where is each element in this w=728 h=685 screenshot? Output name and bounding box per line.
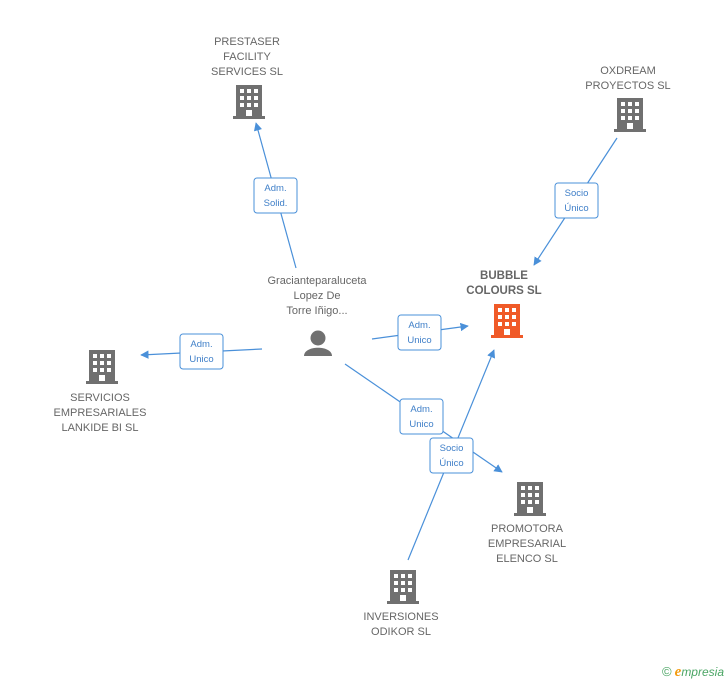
badge-adm-unico-main: Adm. Unico — [397, 314, 442, 351]
person-label-line2: Lopez De — [293, 290, 340, 302]
badge-adm-unico-promotora-line2: Unico — [409, 419, 433, 430]
brand-footer: ©empresia — [662, 664, 724, 681]
badge-adm-unico-main-line2: Unico — [407, 335, 431, 346]
badge-adm-unico-main-line1: Adm. — [408, 320, 430, 331]
building-icon — [514, 482, 546, 516]
company-node-main[interactable]: BUBBLE COLOURS SL — [466, 270, 542, 338]
building-icon — [387, 570, 419, 604]
prestaser-label-line2: FACILITY — [223, 51, 271, 63]
brand-logo-initial: e — [674, 664, 682, 680]
inversiones-label-line2: ODIKOR SL — [371, 626, 431, 638]
badge-adm-unico-promotora-line1: Adm. — [410, 404, 432, 415]
badge-socio-unico-bottom-line1: Socio — [440, 443, 464, 454]
badge-adm-solid-line2: Solid. — [264, 198, 288, 209]
inversiones-label-line1: INVERSIONES — [363, 611, 438, 623]
main-label-line1: BUBBLE — [480, 270, 528, 282]
badge-socio-unico-bottom-line2: Único — [439, 458, 463, 469]
badge-socio-unico-top-line2: Único — [564, 203, 588, 214]
person-icon — [304, 330, 332, 356]
person-label-line1: Gracianteparaluceta — [267, 275, 367, 287]
company-node-inversiones[interactable]: INVERSIONES ODIKOR SL — [363, 570, 439, 638]
brand-logo-text: mpresia — [681, 665, 724, 679]
servicios-label-line1: SERVICIOS — [70, 392, 130, 404]
company-node-promotora[interactable]: PROMOTORA EMPRESARIAL ELENCO SL — [488, 482, 566, 565]
promotora-label-line3: ELENCO SL — [496, 553, 558, 565]
building-icon — [491, 304, 523, 338]
badge-adm-unico-left: Adm. Unico — [179, 333, 224, 370]
servicios-label-line3: LANKIDE BI SL — [61, 422, 138, 434]
company-node-prestaser[interactable]: PRESTASER FACILITY SERVICES SL — [211, 36, 283, 119]
main-label-line2: COLOURS SL — [466, 285, 541, 297]
badge-adm-solid: Adm. Solid. — [253, 177, 298, 214]
copyright-icon: © — [662, 664, 672, 679]
servicios-label-line2: EMPRESARIALES — [54, 407, 147, 419]
oxdream-label-line1: OXDREAM — [600, 65, 656, 77]
prestaser-label-line1: PRESTASER — [214, 36, 280, 48]
company-node-servicios[interactable]: SERVICIOS EMPRESARIALES LANKIDE BI SL — [54, 350, 147, 434]
badge-adm-unico-left-line1: Adm. — [190, 339, 212, 350]
badge-adm-unico-left-line2: Unico — [189, 354, 213, 365]
building-icon — [86, 350, 118, 384]
promotora-label-line2: EMPRESARIAL — [488, 538, 566, 550]
building-icon — [614, 98, 646, 132]
badge-socio-unico-top: Socio Único — [554, 182, 599, 219]
badge-adm-solid-line1: Adm. — [264, 183, 286, 194]
badge-adm-unico-promotora: Adm. Unico — [399, 398, 444, 435]
promotora-label-line1: PROMOTORA — [491, 523, 564, 535]
badge-socio-unico-bottom: Socio Único — [429, 437, 474, 474]
company-node-oxdream[interactable]: OXDREAM PROYECTOS SL — [585, 65, 671, 132]
person-node[interactable]: Gracianteparaluceta Lopez De Torre Iñigo… — [267, 275, 367, 356]
prestaser-label-line3: SERVICES SL — [211, 66, 283, 78]
badge-socio-unico-top-line1: Socio — [565, 188, 589, 199]
building-icon — [233, 85, 265, 119]
person-label-line3: Torre Iñigo... — [286, 305, 347, 317]
oxdream-label-line2: PROYECTOS SL — [585, 80, 670, 92]
